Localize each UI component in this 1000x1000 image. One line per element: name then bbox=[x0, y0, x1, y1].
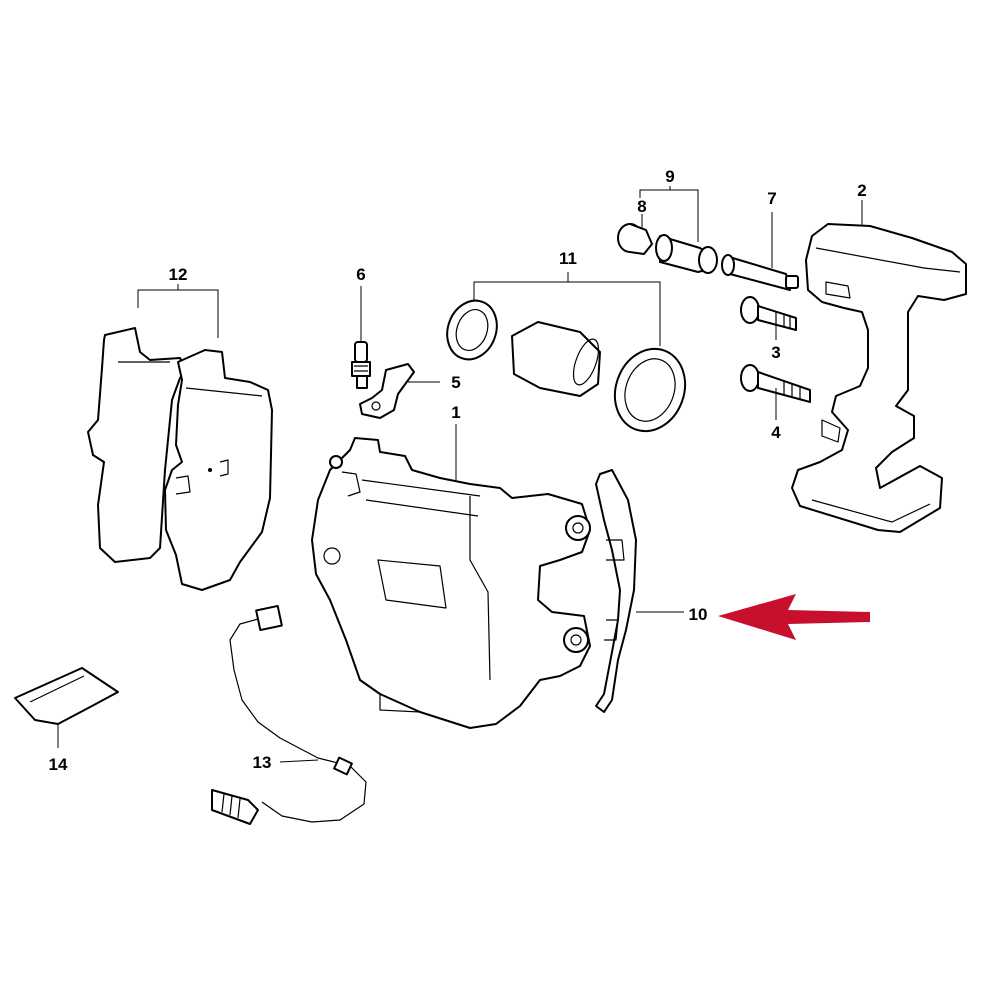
callout-9: 9 bbox=[665, 167, 674, 186]
callout-7: 7 bbox=[767, 189, 776, 208]
part-caliper-housing bbox=[311, 437, 591, 729]
callout-4: 4 bbox=[771, 423, 781, 442]
callout-6: 6 bbox=[356, 265, 365, 284]
callout-14: 14 bbox=[49, 755, 68, 774]
part-caliper-carrier bbox=[791, 223, 967, 533]
callout-3: 3 bbox=[771, 343, 780, 362]
callout-11: 11 bbox=[559, 249, 577, 268]
part-grease-packet bbox=[14, 667, 119, 725]
callout-5: 5 bbox=[451, 373, 460, 392]
callout-8: 8 bbox=[637, 197, 646, 216]
part-bolt-long bbox=[740, 364, 811, 403]
part-bolt-short bbox=[740, 296, 797, 331]
callout-12: 12 bbox=[169, 265, 188, 284]
part-guide-pin bbox=[721, 254, 799, 291]
indicator-arrow bbox=[718, 594, 870, 640]
part-guide-sleeve bbox=[655, 234, 718, 274]
part-bleeder-bracket bbox=[359, 363, 415, 419]
callout-2: 2 bbox=[857, 181, 866, 200]
part-piston-seal-kit bbox=[446, 299, 687, 433]
part-brake-pads bbox=[87, 327, 273, 591]
callout-1: 1 bbox=[451, 403, 460, 422]
part-anti-rattle-spring bbox=[595, 469, 637, 713]
part-guide-bushing-cap bbox=[617, 223, 653, 255]
part-wear-sensor bbox=[211, 604, 367, 825]
callout-10: 10 bbox=[689, 605, 708, 624]
callout-13: 13 bbox=[253, 753, 272, 772]
part-bleeder-valve bbox=[351, 341, 371, 389]
